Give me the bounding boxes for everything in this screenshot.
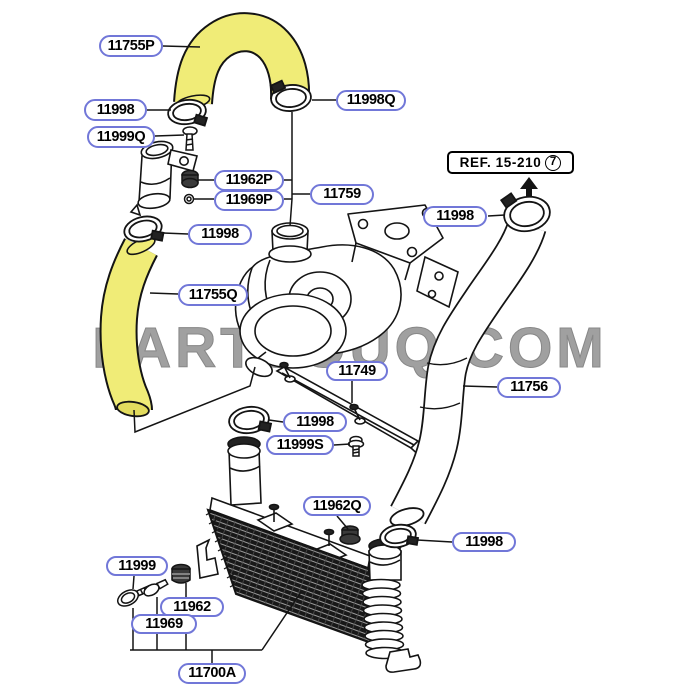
part-label-11998Q[interactable]: 11998Q (336, 90, 406, 111)
part-label-11755Q[interactable]: 11755Q (178, 284, 248, 306)
hose-11755P (173, 12, 311, 110)
part-label-11998[interactable]: 11998 (188, 224, 252, 245)
part-label-11999Q[interactable]: 11999Q (87, 126, 155, 148)
ref-circled-number: 7 (545, 154, 562, 171)
part-label-11962Q[interactable]: 11962Q (303, 496, 371, 516)
part-label-11755P[interactable]: 11755P (99, 35, 163, 57)
clamps (123, 79, 551, 549)
part-label-11700A[interactable]: 11700A (178, 663, 246, 684)
grommet-11962 (171, 563, 191, 584)
clamp-11998-ic-outlet (379, 523, 420, 549)
screw-11969 (143, 578, 169, 597)
grommet-11962P (181, 169, 199, 189)
part-label-11998[interactable]: 11998 (423, 206, 487, 227)
hose-11756 (389, 219, 547, 527)
part-label-11969P[interactable]: 11969P (214, 190, 284, 211)
clamp-11998Q (269, 79, 312, 112)
leader-lines (130, 45, 506, 663)
bolt-11999Q (182, 126, 198, 151)
clamp-11998-pipe (123, 215, 165, 243)
part-label-11999S[interactable]: 11999S (266, 435, 334, 455)
clamp-11998-ic-inlet (228, 405, 273, 435)
screw-11999S (347, 435, 365, 457)
mounting-bracket-11749 (275, 361, 429, 460)
ref-label-text: REF. 15-210 (459, 154, 542, 170)
assembly-pointer-line (133, 366, 256, 434)
ref-label-box[interactable]: REF. 15-210 7 (447, 151, 574, 174)
part-label-11962P[interactable]: 11962P (214, 170, 284, 191)
part-label-11756[interactable]: 11756 (497, 377, 561, 398)
up-arrow-icon (520, 177, 538, 197)
part-label-11998[interactable]: 11998 (452, 532, 516, 552)
grommet-11962Q (339, 525, 361, 545)
clamp-11998-ref (499, 192, 551, 233)
part-label-11998[interactable]: 11998 (283, 412, 347, 432)
part-label-11759[interactable]: 11759 (310, 184, 374, 205)
part-label-11969[interactable]: 11969 (131, 614, 197, 634)
clamp-11998-top-left (167, 98, 209, 127)
hose-11755Q (99, 236, 158, 418)
part-label-11749[interactable]: 11749 (326, 361, 388, 381)
turbo-assembly (234, 204, 459, 378)
part-label-11998[interactable]: 11998 (84, 99, 147, 121)
part-label-11999[interactable]: 11999 (106, 556, 168, 576)
fasteners (116, 126, 365, 607)
